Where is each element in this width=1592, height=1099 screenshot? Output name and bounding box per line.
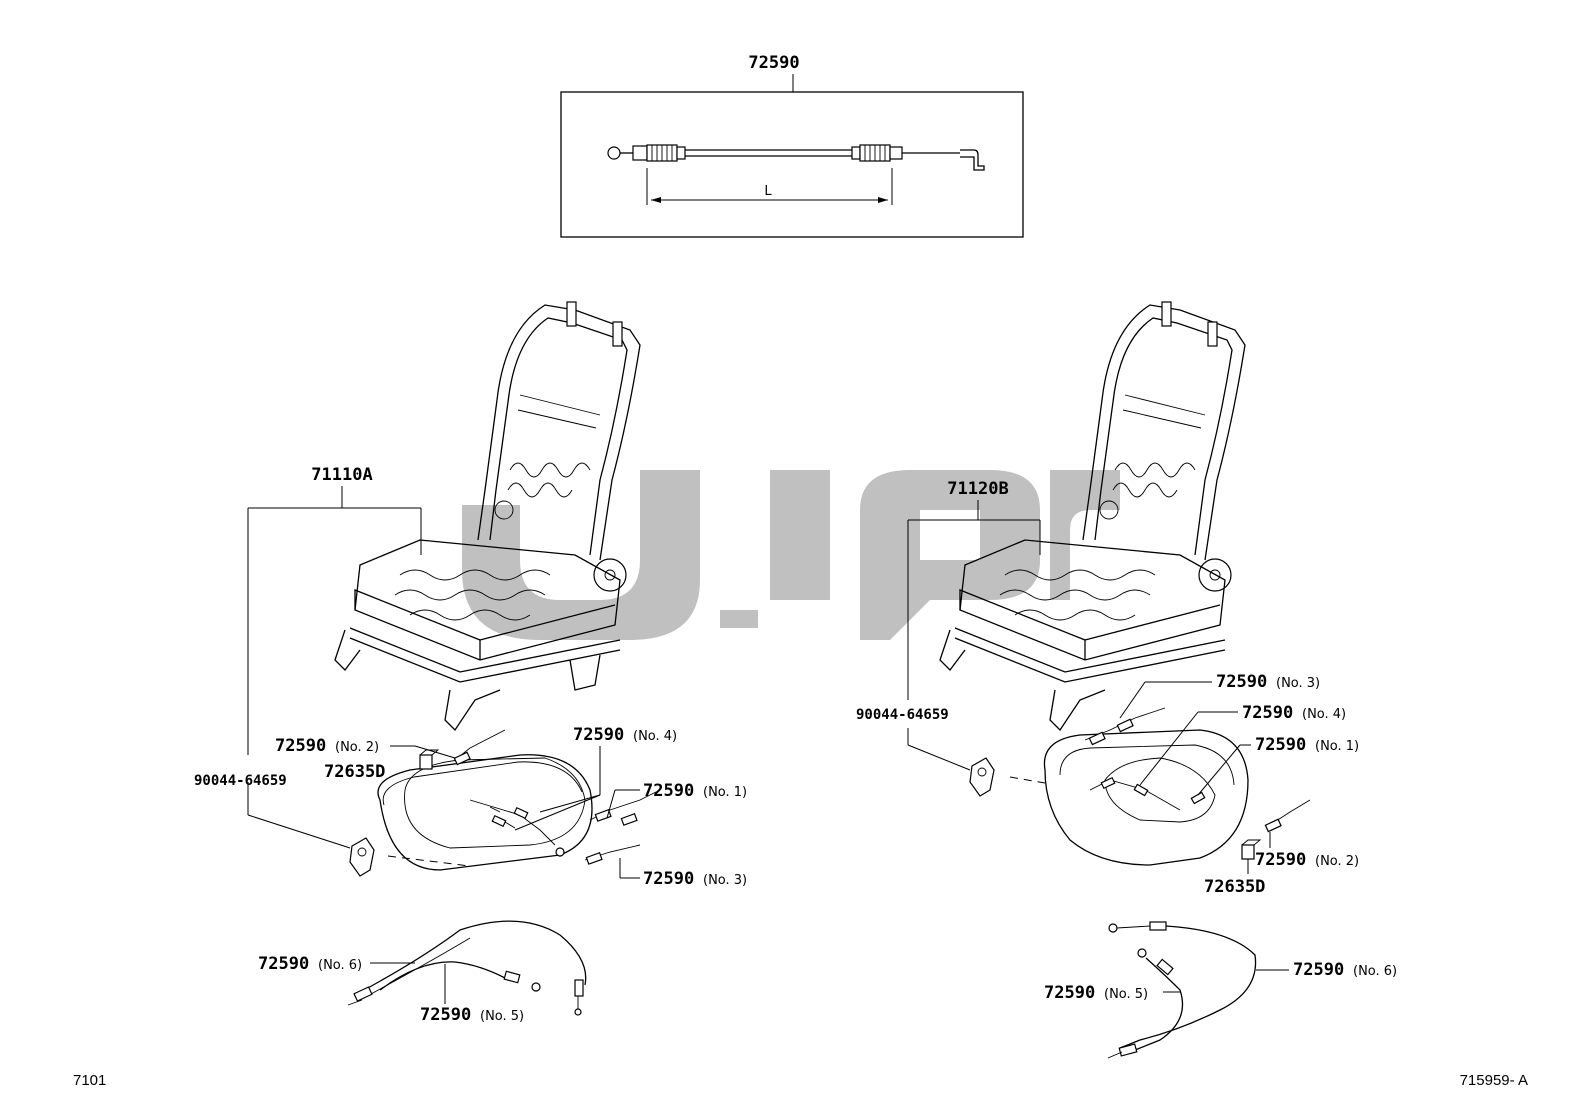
left-cap-part[interactable]: 72635D xyxy=(324,762,385,782)
left-callout-no4-qualifier: (No. 4) xyxy=(633,729,677,744)
left-callout-no6: 72590 (No. 6) xyxy=(258,954,415,974)
right-callout-no1-number[interactable]: 72590 xyxy=(1255,735,1306,755)
left-callout-no1-number[interactable]: 72590 xyxy=(643,781,694,801)
left-callout-no1-qualifier: (No. 1) xyxy=(703,785,747,800)
right-callout-no4: 72590 (No. 4) xyxy=(1139,703,1346,786)
left-seat-frame-drawing xyxy=(334,301,641,732)
right-callout-no2-qualifier: (No. 2) xyxy=(1315,854,1359,869)
right-callout-no6: 72590 (No. 6) xyxy=(1256,960,1397,980)
right-cushion-cables-drawing xyxy=(1009,707,1311,866)
right-callout-no3: 72590 (No. 3) xyxy=(1119,672,1320,719)
left-callout-no5-qualifier: (No. 5) xyxy=(480,1009,524,1024)
left-callout-no2-number[interactable]: 72590 xyxy=(275,736,326,756)
left-callout-no3-number[interactable]: 72590 xyxy=(643,869,694,889)
left-clip-drawing xyxy=(349,837,375,877)
inset-dimension: L xyxy=(646,168,893,205)
inset-part-number[interactable]: 72590 xyxy=(748,53,799,73)
left-callout-no5: 72590 (No. 5) xyxy=(420,964,524,1025)
right-callout-no5-qualifier: (No. 5) xyxy=(1104,987,1148,1002)
inset-cable-detail: 72590 xyxy=(560,53,1024,238)
right-clip-part[interactable]: 90044-64659 xyxy=(856,707,949,723)
left-cushion-cables-drawing xyxy=(377,729,661,871)
right-cap-part[interactable]: 72635D xyxy=(1204,877,1265,897)
left-clip-part[interactable]: 90044-64659 xyxy=(194,773,287,789)
left-cap-drawing xyxy=(419,749,440,770)
inset-cable-drawing xyxy=(607,144,985,171)
left-frame-number[interactable]: 71110A xyxy=(311,465,372,485)
left-callout-no6-number[interactable]: 72590 xyxy=(258,954,309,974)
left-callout-no4-number[interactable]: 72590 xyxy=(573,725,624,745)
left-callout-no6-qualifier: (No. 6) xyxy=(318,958,362,973)
right-clip-drawing xyxy=(969,757,995,797)
right-callout-no1: 72590 (No. 1) xyxy=(1197,735,1359,796)
right-callout-no4-number[interactable]: 72590 xyxy=(1242,703,1293,723)
inset-box xyxy=(560,91,1024,238)
right-callout-no3-qualifier: (No. 3) xyxy=(1276,676,1320,691)
inset-dimension-label: L xyxy=(764,184,772,199)
right-callout-no2: 72590 (No. 2) xyxy=(1255,832,1359,870)
figure-code: 715959- A xyxy=(1460,1072,1528,1089)
left-callout-no4: 72590 (No. 4) xyxy=(514,725,677,831)
right-callout-no2-number[interactable]: 72590 xyxy=(1255,850,1306,870)
right-callout-no5: 72590 (No. 5) xyxy=(1044,983,1180,1003)
left-lower-cables-drawing xyxy=(347,920,587,1016)
right-callout-no3-number[interactable]: 72590 xyxy=(1216,672,1267,692)
right-callout-no6-number[interactable]: 72590 xyxy=(1293,960,1344,980)
right-seat-frame-drawing xyxy=(939,301,1246,732)
right-callout-no4-qualifier: (No. 4) xyxy=(1302,707,1346,722)
left-callout-no2-qualifier: (No. 2) xyxy=(335,740,379,755)
right-callout-no5-number[interactable]: 72590 xyxy=(1044,983,1095,1003)
left-callout-no3: 72590 (No. 3) xyxy=(619,858,747,889)
left-frame-callout: 71110A xyxy=(247,465,422,849)
right-frame-number[interactable]: 71120B xyxy=(947,479,1008,499)
right-callout-no6-qualifier: (No. 6) xyxy=(1353,964,1397,979)
page-code: 7101 xyxy=(73,1072,106,1089)
left-callout-no5-number[interactable]: 72590 xyxy=(420,1005,471,1025)
watermark-logo xyxy=(462,470,1120,640)
right-callout-no1-qualifier: (No. 1) xyxy=(1315,739,1359,754)
left-callout-no1: 72590 (No. 1) xyxy=(606,781,747,819)
left-callout-no2: 72590 (No. 2) xyxy=(275,736,456,759)
right-cap-drawing xyxy=(1241,839,1262,874)
right-lower-cables-drawing xyxy=(1107,921,1257,1059)
left-callout-no3-qualifier: (No. 3) xyxy=(703,873,747,888)
right-frame-callout: 71120B xyxy=(907,479,1041,771)
